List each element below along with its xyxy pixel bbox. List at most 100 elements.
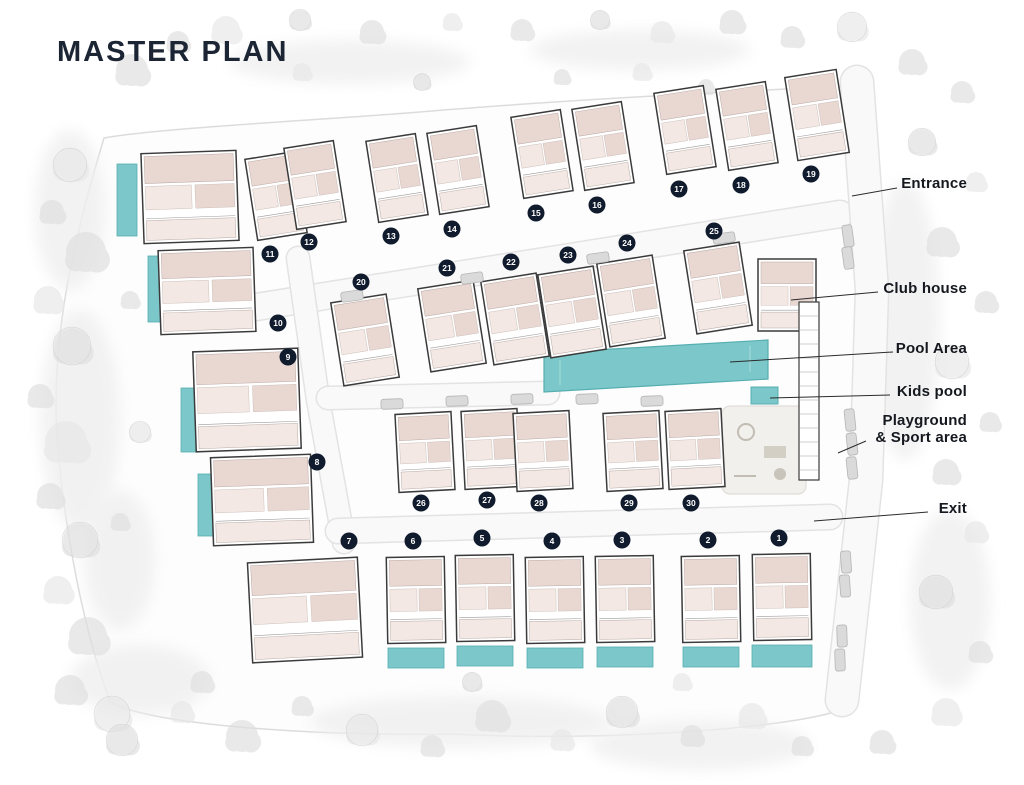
building xyxy=(385,555,447,645)
unit-number: 23 xyxy=(563,250,573,260)
legend-label-exit: Exit xyxy=(938,500,967,517)
unit-number: 1 xyxy=(777,533,782,543)
building xyxy=(680,554,742,644)
villa-pool xyxy=(387,647,445,669)
unit-marker-6[interactable]: 6 xyxy=(404,532,422,550)
unit-marker-18[interactable]: 18 xyxy=(732,176,750,194)
building xyxy=(283,139,347,231)
unit-marker-20[interactable]: 20 xyxy=(352,273,370,291)
playground-layer xyxy=(721,405,807,495)
building xyxy=(602,409,664,493)
buildings-layer xyxy=(140,68,851,664)
legend-label-kids-pool: Kids pool xyxy=(896,383,967,400)
building xyxy=(246,556,364,664)
building xyxy=(140,149,240,245)
unit-marker-25[interactable]: 25 xyxy=(705,222,723,240)
unit-marker-15[interactable]: 15 xyxy=(527,204,545,222)
unit-marker-19[interactable]: 19 xyxy=(802,165,820,183)
unit-marker-10[interactable]: 10 xyxy=(269,314,287,332)
unit-number: 26 xyxy=(416,498,426,508)
villa-pool xyxy=(751,644,813,668)
unit-number: 22 xyxy=(506,257,516,267)
unit-marker-9[interactable]: 9 xyxy=(279,348,297,366)
unit-marker-1[interactable]: 1 xyxy=(770,529,788,547)
unit-marker-13[interactable]: 13 xyxy=(382,227,400,245)
leader-line-club-house xyxy=(790,291,879,301)
cabana-strip xyxy=(798,301,820,481)
unit-marker-2[interactable]: 2 xyxy=(699,531,717,549)
unit-marker-27[interactable]: 27 xyxy=(478,491,496,509)
building xyxy=(157,246,257,336)
unit-number: 11 xyxy=(266,249,275,259)
unit-marker-7[interactable]: 7 xyxy=(340,532,358,550)
pools-layer xyxy=(116,163,813,669)
building xyxy=(783,68,851,162)
unit-number: 30 xyxy=(686,498,696,508)
unit-number: 12 xyxy=(304,237,314,247)
unit-marker-30[interactable]: 30 xyxy=(682,494,700,512)
unit-marker-8[interactable]: 8 xyxy=(308,453,326,471)
building xyxy=(426,124,490,216)
unit-marker-11[interactable]: 11 xyxy=(261,245,279,263)
unit-marker-23[interactable]: 23 xyxy=(559,246,577,264)
building xyxy=(664,407,726,491)
unit-marker-17[interactable]: 17 xyxy=(670,180,688,198)
unit-number: 21 xyxy=(442,263,452,273)
unit-marker-22[interactable]: 22 xyxy=(502,253,520,271)
unit-number: 17 xyxy=(674,184,684,194)
building xyxy=(365,132,429,224)
legend-label-playground-sport-area: Playground & Sport area xyxy=(875,412,967,446)
unit-marker-4[interactable]: 4 xyxy=(543,532,561,550)
legend-label-pool-area: Pool Area xyxy=(895,340,967,357)
villa-pool xyxy=(596,646,654,668)
building xyxy=(536,265,608,359)
kids-pool-shape xyxy=(750,386,779,405)
unit-number: 3 xyxy=(620,535,625,545)
leader-line-playground-sport-area xyxy=(837,440,867,454)
building xyxy=(524,555,586,645)
unit-number: 25 xyxy=(709,226,719,236)
unit-number: 20 xyxy=(356,277,366,287)
unit-marker-26[interactable]: 26 xyxy=(412,494,430,512)
building xyxy=(394,410,456,494)
unit-marker-29[interactable]: 29 xyxy=(620,494,638,512)
legend-label-club-house: Club house xyxy=(883,280,967,297)
unit-number: 10 xyxy=(273,318,283,328)
building xyxy=(653,84,717,176)
unit-number: 29 xyxy=(624,498,634,508)
playground-sport-area xyxy=(721,405,807,495)
cars-layer xyxy=(340,224,859,672)
unit-marker-28[interactable]: 28 xyxy=(530,494,548,512)
unit-marker-16[interactable]: 16 xyxy=(588,196,606,214)
unit-number: 18 xyxy=(736,180,746,190)
unit-marker-21[interactable]: 21 xyxy=(438,259,456,277)
unit-marker-14[interactable]: 14 xyxy=(443,220,461,238)
unit-number: 2 xyxy=(706,535,711,545)
villa-pool xyxy=(456,645,514,667)
building xyxy=(329,293,401,387)
building xyxy=(416,279,488,373)
unit-marker-3[interactable]: 3 xyxy=(613,531,631,549)
unit-number: 19 xyxy=(806,169,816,179)
unit-number: 24 xyxy=(622,238,632,248)
unit-marker-12[interactable]: 12 xyxy=(300,233,318,251)
leader-line-kids-pool xyxy=(769,394,891,399)
roads-layer xyxy=(235,64,890,718)
villa-pool xyxy=(526,647,584,669)
building xyxy=(715,80,779,172)
building xyxy=(510,108,574,200)
building xyxy=(460,407,522,491)
unit-number: 9 xyxy=(286,352,291,362)
building xyxy=(595,254,667,348)
unit-number: 7 xyxy=(347,536,352,546)
leader-line-pool-area xyxy=(729,351,894,363)
villa-pool xyxy=(682,646,740,668)
unit-number: 4 xyxy=(550,536,555,546)
unit-marker-24[interactable]: 24 xyxy=(618,234,636,252)
unit-marker-5[interactable]: 5 xyxy=(473,529,491,547)
building xyxy=(192,347,302,453)
building xyxy=(479,272,551,366)
